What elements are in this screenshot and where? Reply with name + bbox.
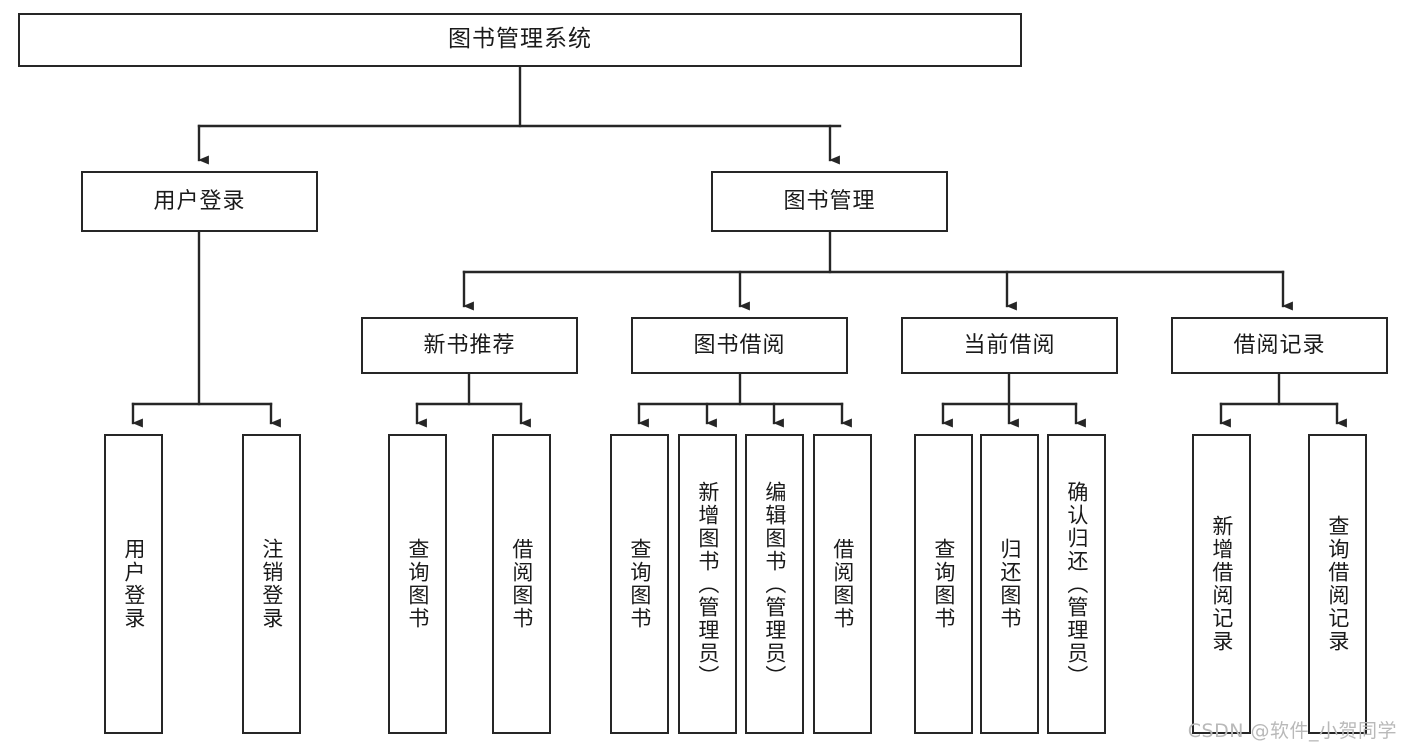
leaf-current-query-book-label: 查询图书 [931,538,956,630]
leaf-current-return-book-label: 归还图书 [997,538,1022,630]
leaf-borrow-do-borrow[interactable]: 借阅图书 [813,434,872,734]
node-current-borrow[interactable]: 当前借阅 [901,317,1118,374]
node-book-borrow[interactable]: 图书借阅 [631,317,848,374]
node-new-book-recommend[interactable]: 新书推荐 [361,317,578,374]
leaf-record-add-label: 新增借阅记录 [1209,515,1234,653]
leaf-record-query[interactable]: 查询借阅记录 [1308,434,1367,734]
leaf-borrow-edit-book[interactable]: 编辑图书（管理员） [745,434,804,734]
node-borrow-record-label: 借阅记录 [1233,332,1326,358]
leaf-borrow-add-book-label: 新增图书（管理员） [695,480,720,688]
node-book-manage-label: 图书管理 [783,188,876,214]
leaf-borrow-query-book[interactable]: 查询图书 [610,434,669,734]
leaf-borrow-add-book[interactable]: 新增图书（管理员） [678,434,737,734]
leaf-current-confirm-return[interactable]: 确认归还（管理员） [1047,434,1106,734]
node-borrow-record[interactable]: 借阅记录 [1171,317,1388,374]
leaf-user-login-label: 用户登录 [121,538,146,630]
node-root-label: 图书管理系统 [448,26,592,53]
leaf-current-query-book[interactable]: 查询图书 [914,434,973,734]
leaf-user-logout[interactable]: 注销登录 [242,434,301,734]
leaf-user-login[interactable]: 用户登录 [104,434,163,734]
leaf-borrow-do-borrow-label: 借阅图书 [830,538,855,630]
leaf-record-query-label: 查询借阅记录 [1325,515,1350,653]
node-user-login[interactable]: 用户登录 [81,171,318,232]
leaf-recommend-borrow-book[interactable]: 借阅图书 [492,434,551,734]
leaf-record-add[interactable]: 新增借阅记录 [1192,434,1251,734]
node-current-borrow-label: 当前借阅 [963,332,1056,358]
node-book-manage[interactable]: 图书管理 [711,171,948,232]
leaf-current-return-book[interactable]: 归还图书 [980,434,1039,734]
leaf-recommend-borrow-book-label: 借阅图书 [509,538,534,630]
node-new-book-recommend-label: 新书推荐 [423,332,516,358]
leaf-borrow-query-book-label: 查询图书 [627,538,652,630]
leaf-user-logout-label: 注销登录 [259,538,284,630]
node-book-borrow-label: 图书借阅 [693,332,786,358]
leaf-recommend-query-book[interactable]: 查询图书 [388,434,447,734]
node-user-login-label: 用户登录 [153,188,246,214]
node-root[interactable]: 图书管理系统 [18,13,1022,67]
watermark-text: CSDN @软件_小贺同学 [1187,720,1397,742]
leaf-recommend-query-book-label: 查询图书 [405,538,430,630]
leaf-borrow-edit-book-label: 编辑图书（管理员） [762,480,787,688]
leaf-current-confirm-return-label: 确认归还（管理员） [1064,480,1089,688]
